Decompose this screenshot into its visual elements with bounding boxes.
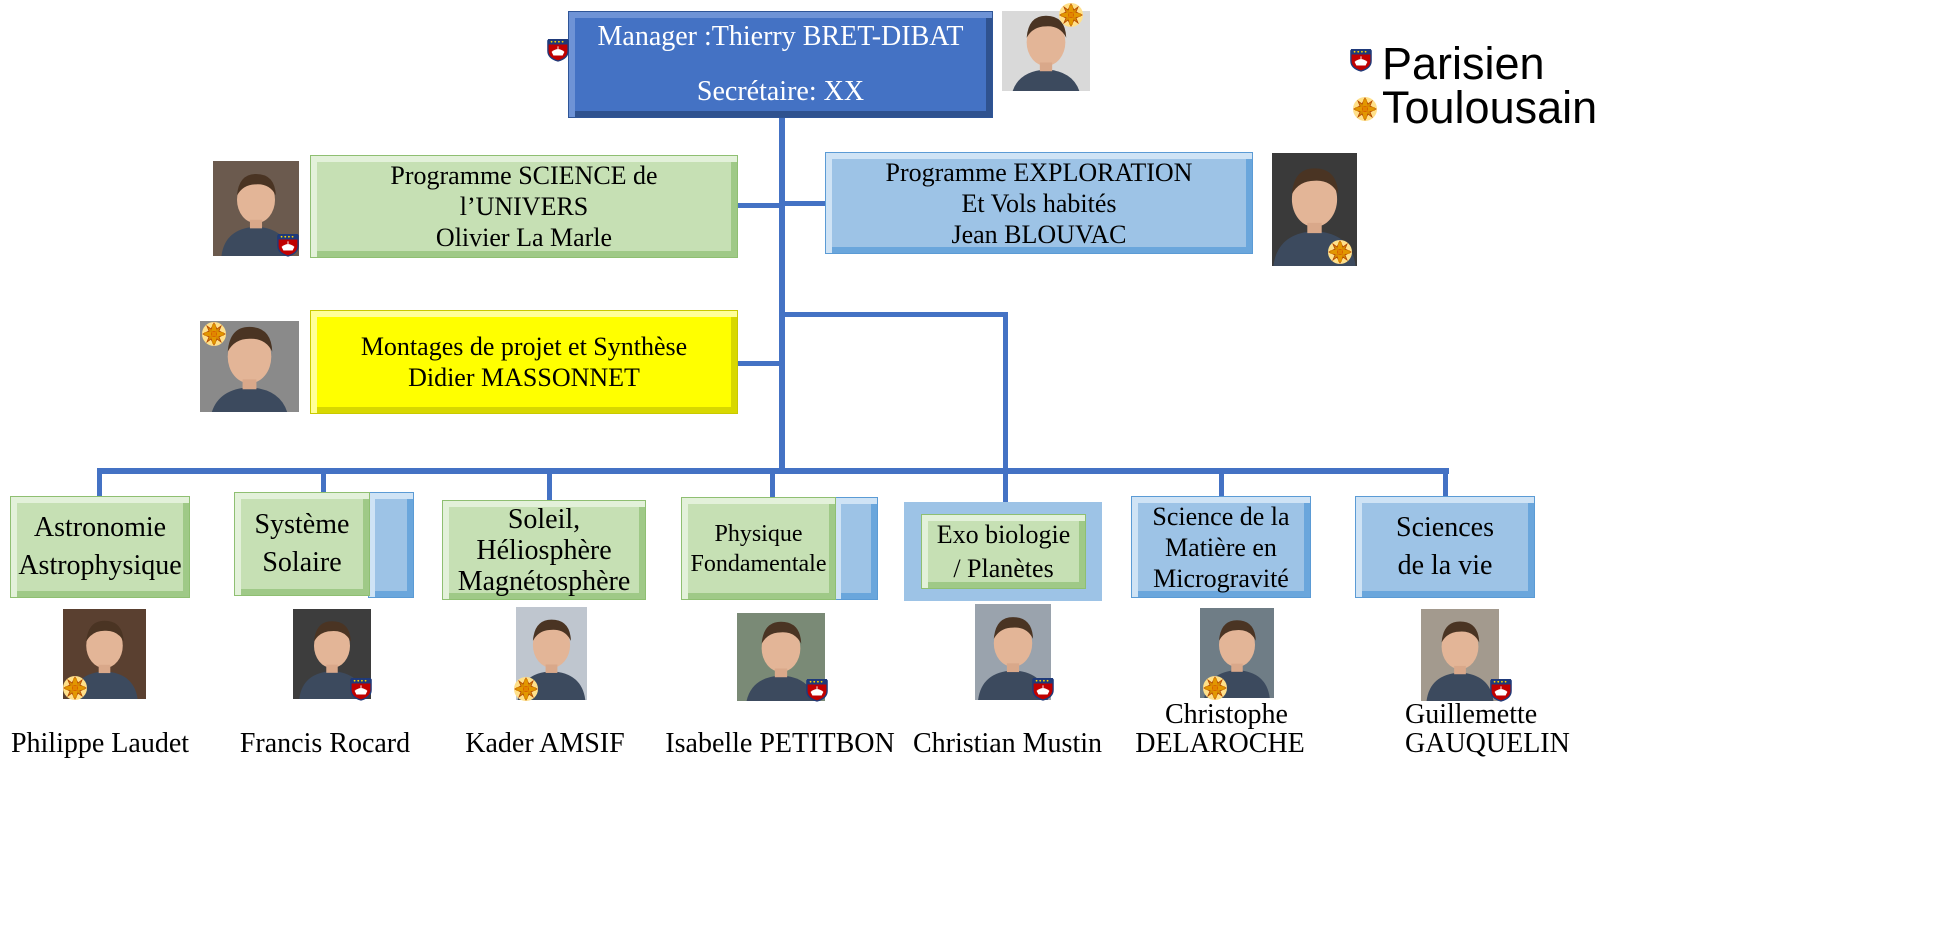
division-person-name: Isabelle PETITBON	[665, 728, 895, 759]
paris-crest-icon	[277, 233, 299, 257]
division-label: / Planètes	[953, 553, 1054, 583]
program-science-title-2: l’UNIVERS	[459, 192, 589, 221]
manager-name: Manager :Thierry BRET-DIBAT	[597, 21, 964, 52]
division-person-photo	[1421, 609, 1499, 701]
program-montages-title: Montages de projet et Synthèse	[360, 332, 688, 361]
legend-parisien: Parisien	[1382, 38, 1545, 89]
paris-crest-icon	[350, 677, 372, 701]
division-systeme-box: Système Solaire	[234, 492, 370, 596]
connector-drop-4	[770, 468, 775, 497]
division-person-name-2: DELAROCHE	[1135, 728, 1305, 759]
division-vie-box: Sciences de la vie	[1355, 496, 1535, 598]
division-person-name: Christian Mustin	[912, 728, 1102, 759]
occitan-cross-icon	[201, 321, 227, 347]
division-label: Matière en	[1165, 532, 1277, 562]
connector-science	[737, 203, 782, 208]
division-person-name: Philippe Laudet	[10, 728, 190, 759]
division-label: Sciences	[1396, 512, 1494, 543]
division-label: Astrophysique	[18, 550, 182, 581]
division-matiere-box: Science de la Matière en Microgravité	[1131, 496, 1311, 598]
connector-montages	[737, 361, 782, 366]
program-montages-box: Montages de projet et Synthèse Didier MA…	[310, 310, 738, 414]
division-label: Astronomie	[33, 512, 167, 543]
connector-exo-branch	[780, 312, 1008, 317]
division-person-name: Francis Rocard	[239, 728, 411, 759]
program-exploration-lead: Jean BLOUVAC	[951, 219, 1127, 249]
connector-trunk	[779, 117, 785, 473]
division-label: Soleil,	[507, 503, 581, 535]
program-montages-lead: Didier MASSONNET	[408, 363, 640, 392]
division-label: Solaire	[262, 547, 342, 578]
legend-toulousain: Toulousain	[1382, 82, 1598, 133]
division-label: de la vie	[1397, 550, 1493, 581]
division-exo-box: Exo biologie / Planètes	[921, 514, 1086, 589]
occitan-cross-icon	[513, 676, 539, 702]
division-physique-box: Physique Fondamentale	[681, 497, 836, 600]
program-exploration-title: Programme EXPLORATION	[885, 157, 1193, 187]
division-person-name: Christophe	[1165, 699, 1288, 730]
division-label: Fondamentale	[690, 550, 827, 577]
division-soleil-box: Soleil, Héliosphère Magnétosphère	[442, 500, 646, 600]
division-label: Physique	[714, 520, 803, 547]
program-exploration-box: Programme EXPLORATION Et Vols habités Je…	[825, 152, 1253, 254]
connector-drop-7	[1443, 468, 1448, 496]
paris-crest-icon	[1350, 48, 1372, 72]
connector-exo-down	[1003, 312, 1008, 504]
division-label: Microgravité	[1153, 563, 1289, 593]
connector-drop-6	[1219, 468, 1224, 496]
connector-drop-3	[547, 468, 552, 500]
division-label: Science de la	[1152, 501, 1290, 531]
paris-crest-icon	[547, 38, 569, 62]
occitan-cross-icon	[1352, 96, 1378, 122]
paris-crest-icon	[806, 678, 828, 702]
program-science-box: Programme SCIENCE de l’UNIVERS Olivier L…	[310, 155, 738, 258]
division-label: Magnétosphère	[457, 565, 631, 597]
division-physique-accent	[834, 497, 878, 600]
occitan-cross-icon	[1327, 239, 1353, 265]
division-label: Système	[254, 509, 350, 540]
connector-exploration	[780, 201, 826, 206]
division-label: Héliosphère	[476, 534, 612, 566]
connector-drop-1	[97, 468, 102, 498]
program-science-lead: Olivier La Marle	[435, 223, 613, 252]
occitan-cross-icon	[62, 675, 88, 701]
connector-drop-2	[321, 468, 326, 494]
program-exploration-subtitle: Et Vols habités	[961, 188, 1117, 218]
occitan-cross-icon	[1058, 2, 1084, 28]
manager-box: Manager :Thierry BRET-DIBAT Secrétaire: …	[568, 11, 993, 118]
division-person-name-2: GAUQUELIN	[1405, 728, 1570, 759]
division-systeme-accent	[368, 492, 414, 598]
division-person-name: Guillemette	[1405, 699, 1538, 730]
program-science-title: Programme SCIENCE de	[390, 161, 658, 190]
division-label: Exo biologie	[936, 519, 1071, 549]
paris-crest-icon	[1032, 677, 1054, 701]
division-astronomie-box: Astronomie Astrophysique	[10, 496, 190, 598]
division-person-name: Kader AMSIF	[465, 728, 625, 759]
secretary-label: Secrétaire: XX	[696, 76, 865, 107]
